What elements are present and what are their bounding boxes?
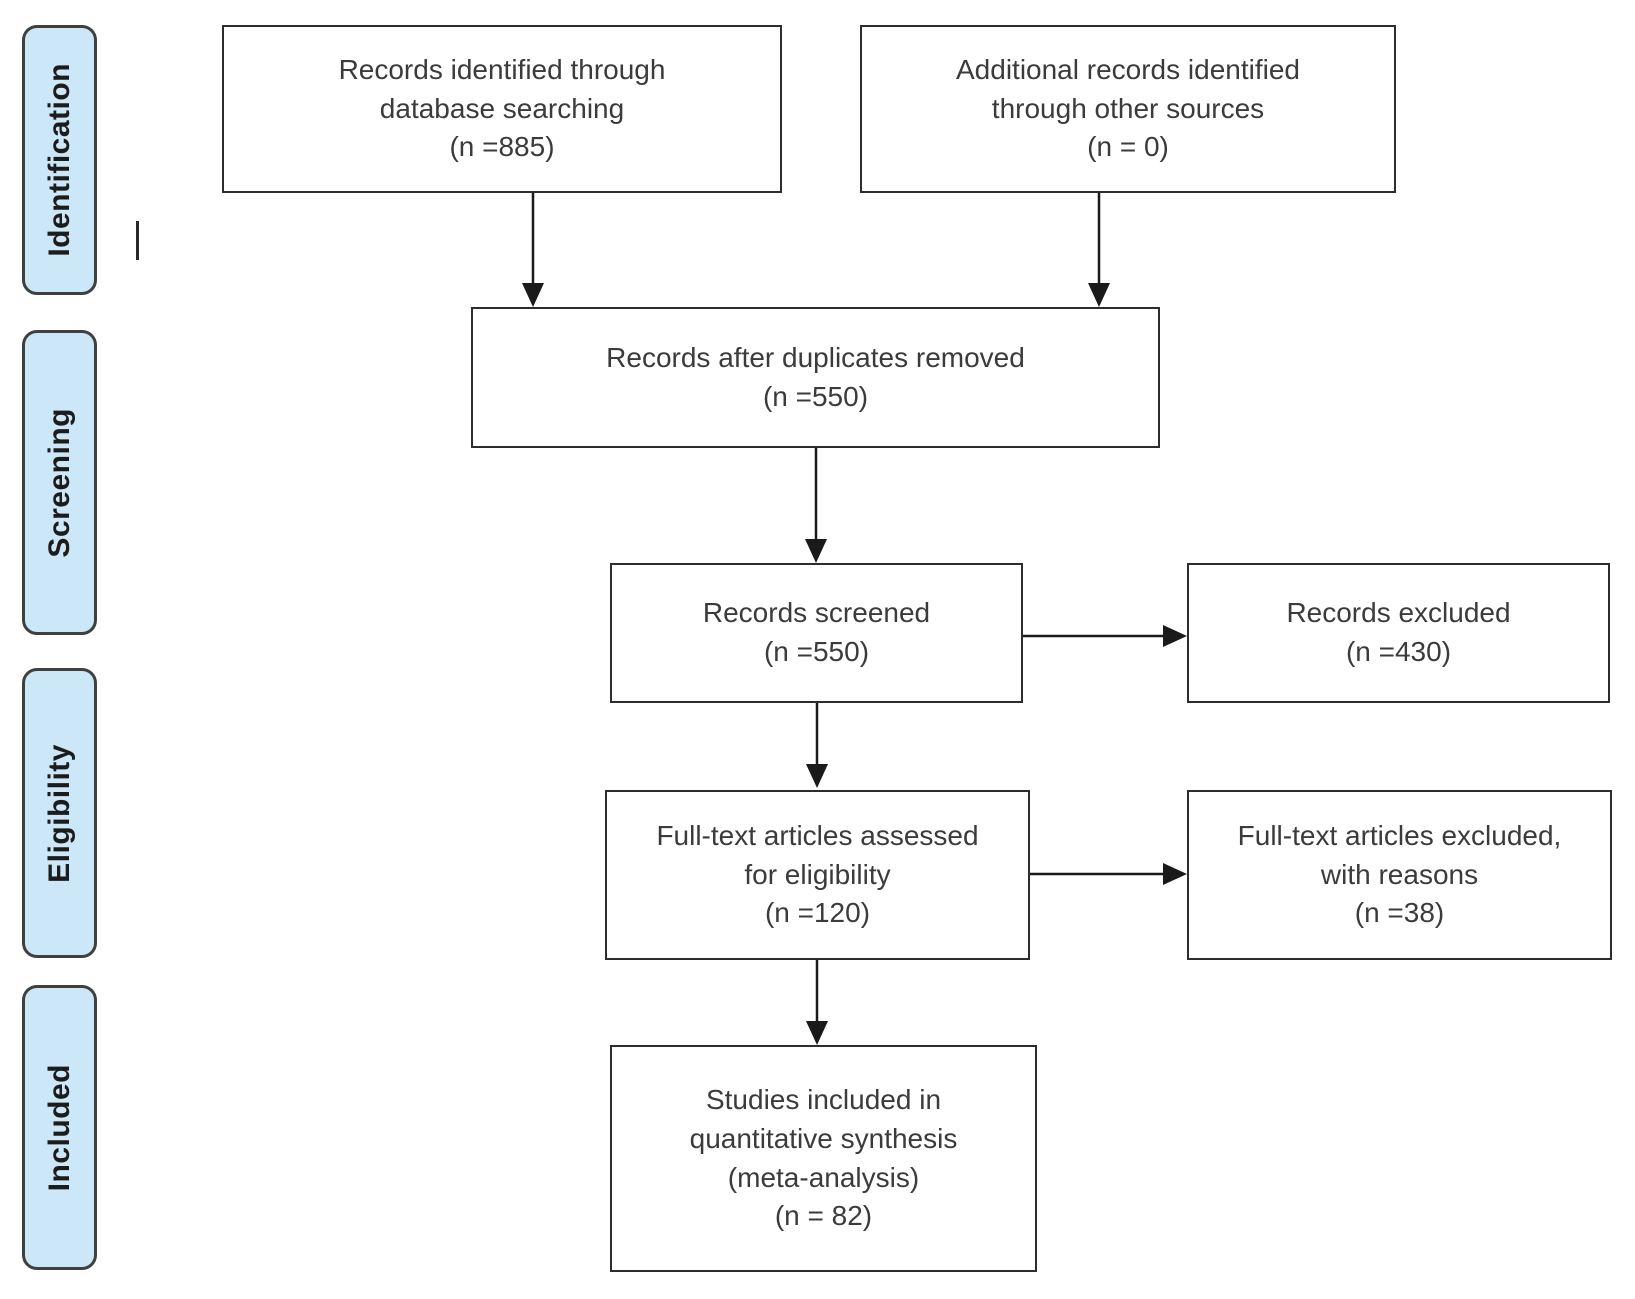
stage-screening: Screening: [22, 330, 97, 635]
arrow-screened-to-excluded: [1023, 625, 1187, 647]
box-records-excluded: Records excluded (n =430): [1187, 563, 1610, 703]
box-additional-records-other-sources-text: Additional records identified through ot…: [956, 54, 1300, 163]
box-fulltext-excluded: Full-text articles excluded, with reason…: [1187, 790, 1612, 960]
arrow-other-sources-to-dedup: [1088, 193, 1110, 307]
stage-screening-label: Screening: [42, 407, 76, 558]
box-records-after-duplicates-removed-text: Records after duplicates removed (n =550…: [606, 341, 1025, 412]
box-records-after-duplicates-removed: Records after duplicates removed (n =550…: [471, 307, 1160, 448]
stage-included: Included: [22, 985, 97, 1270]
stage-identification: Identification: [22, 25, 97, 295]
box-studies-included: Studies included in quantitative synthes…: [610, 1045, 1037, 1272]
box-fulltext-assessed: Full-text articles assessed for eligibil…: [605, 790, 1030, 960]
box-records-excluded-text: Records excluded (n =430): [1286, 597, 1511, 667]
stage-included-label: Included: [42, 1063, 76, 1192]
arrow-screened-to-fulltext: [806, 703, 828, 788]
arrow-db-search-to-dedup: [522, 193, 544, 307]
stage-eligibility-label: Eligibility: [42, 743, 76, 883]
stage-identification-label: Identification: [42, 63, 76, 257]
box-records-identified-database: Records identified through database sear…: [222, 25, 782, 193]
box-fulltext-assessed-text: Full-text articles assessed for eligibil…: [656, 820, 979, 929]
box-fulltext-excluded-text: Full-text articles excluded, with reason…: [1237, 820, 1562, 929]
box-additional-records-other-sources: Additional records identified through ot…: [860, 25, 1396, 193]
arrow-dedup-to-screened: [805, 448, 827, 563]
arrow-fulltext-to-ft-excluded: [1030, 863, 1187, 885]
stage-eligibility: Eligibility: [22, 668, 97, 958]
box-studies-included-text: Studies included in quantitative synthes…: [689, 1084, 958, 1232]
text-cursor: [136, 221, 139, 260]
arrow-fulltext-to-included: [806, 960, 828, 1045]
box-records-identified-database-text: Records identified through database sear…: [338, 54, 666, 163]
box-records-screened-text: Records screened (n =550): [702, 597, 931, 667]
box-records-screened: Records screened (n =550): [610, 563, 1023, 703]
